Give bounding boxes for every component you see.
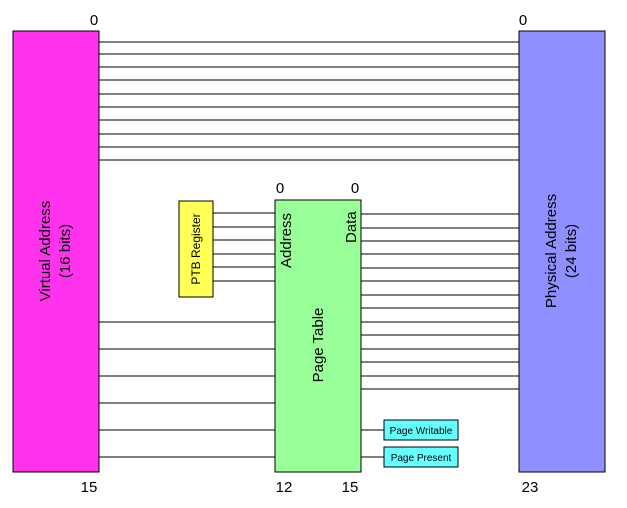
physical-address-box xyxy=(518,30,606,473)
physical-address-block: Physical Address (24 bits) 0 23 xyxy=(518,12,606,496)
page-table-data-bottom-bit: 15 xyxy=(342,479,359,496)
ptb-wires xyxy=(213,212,275,282)
page-present-block: Page Present xyxy=(383,446,459,468)
page-writable-block: Page Writable xyxy=(383,419,459,441)
virtual-address-bottom-bit: 15 xyxy=(81,479,98,496)
page-writable-box xyxy=(383,419,459,441)
virtual-address-width: (16 bits) xyxy=(57,224,74,278)
page-present-label: Page Present xyxy=(391,453,452,464)
physical-address-width: (24 bits) xyxy=(563,224,580,278)
offset-wires xyxy=(99,41,519,161)
physical-address-label: Physical Address xyxy=(543,194,560,308)
page-table-data-top-bit: 0 xyxy=(351,180,359,197)
virtual-address-box xyxy=(12,30,100,473)
data-wires xyxy=(361,213,519,390)
physical-address-top-bit: 0 xyxy=(519,12,527,29)
ptb-register-box xyxy=(178,200,214,298)
page-table-data-label: Data xyxy=(343,211,360,243)
virtual-address-top-bit: 0 xyxy=(90,12,98,29)
page-table-block: Page Table Address Data 0 0 12 15 xyxy=(274,180,362,496)
physical-address-bottom-bit: 23 xyxy=(522,479,539,496)
page-present-box xyxy=(383,446,459,468)
ptb-register-block: PTB Register xyxy=(178,200,214,298)
page-table-label: Page Table xyxy=(310,308,327,383)
page-writable-label: Page Writable xyxy=(390,426,453,437)
page-table-box xyxy=(274,199,362,473)
virtual-address-label: Virtual Address xyxy=(37,201,54,302)
page-table-address-top-bit: 0 xyxy=(276,180,284,197)
virtual-address-block: Virtual Address (16 bits) 0 15 xyxy=(12,12,100,496)
page-table-address-label: Address xyxy=(278,213,295,268)
ptb-register-label: PTB Register xyxy=(189,213,203,284)
vpn-wires xyxy=(99,321,275,458)
page-table-address-bottom-bit: 12 xyxy=(276,479,293,496)
